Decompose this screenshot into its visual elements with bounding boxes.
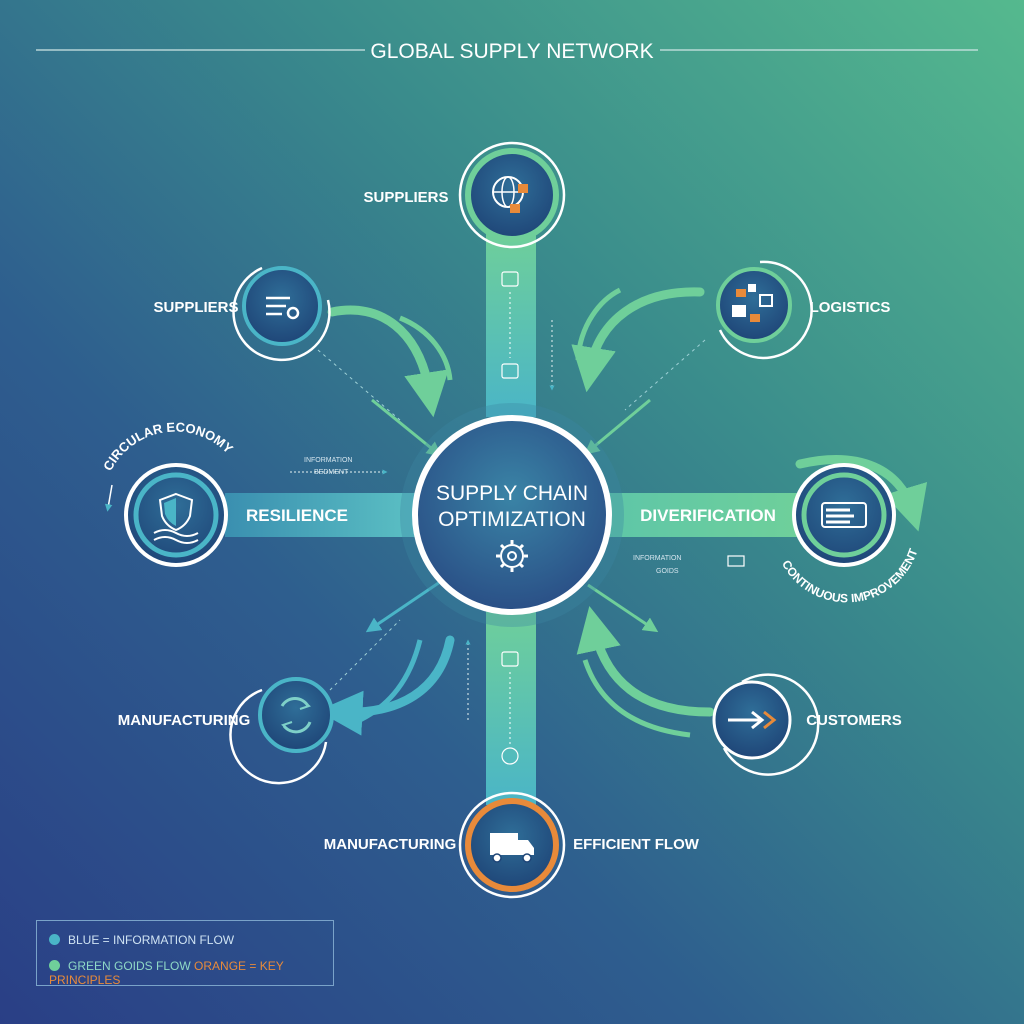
box-icon bbox=[501, 271, 519, 287]
node-inner-ring bbox=[133, 472, 219, 558]
boxes-icon bbox=[732, 284, 773, 322]
green-dot-icon bbox=[49, 960, 60, 971]
efficient-flow-label: EFFICIENT FLOW bbox=[573, 836, 700, 853]
node-arc bbox=[229, 688, 328, 785]
node-arc bbox=[718, 260, 813, 360]
goids-label: GOIDS bbox=[656, 568, 679, 575]
curved-flow-arrow bbox=[795, 455, 928, 532]
center-title-line1: SUPPLY CHAIN bbox=[436, 482, 588, 505]
globe-icon bbox=[492, 176, 528, 213]
curved-flow-arrow bbox=[571, 287, 705, 393]
node-ring bbox=[458, 791, 566, 899]
node-manufacturing-left bbox=[258, 677, 334, 753]
node-logistics bbox=[716, 267, 792, 343]
recycle-icon bbox=[280, 696, 312, 734]
node-ring bbox=[458, 141, 566, 249]
shield-icon bbox=[153, 492, 199, 544]
gear-icon bbox=[501, 747, 519, 765]
legend-row-info: BLUE = INFORMATION FLOW bbox=[49, 933, 234, 947]
legend-row-goods: GREEN GOIDS FLOW ORANGE = KEY PRINCIPLES bbox=[49, 959, 333, 987]
node-arc bbox=[722, 673, 820, 776]
node-arc bbox=[232, 266, 331, 362]
legend-blue-text: BLUE = INFORMATION FLOW bbox=[68, 933, 235, 947]
diversification-label: DIVERIFICATION bbox=[640, 506, 776, 525]
flow-arrow bbox=[587, 583, 659, 633]
node-inner-ring bbox=[801, 472, 887, 558]
box-icon bbox=[501, 363, 519, 379]
flow-arrow bbox=[584, 398, 651, 455]
curved-flow-arrow bbox=[317, 635, 455, 736]
resilience-label: RESILIENCE bbox=[246, 506, 348, 525]
diagram-title: GLOBAL SUPPLY NETWORK bbox=[370, 40, 653, 63]
curved-flow-arrow bbox=[575, 287, 622, 361]
curved-flow-arrow bbox=[399, 315, 453, 381]
image-icon bbox=[501, 651, 519, 667]
small-arrow bbox=[104, 484, 113, 512]
resilience-bar bbox=[225, 493, 420, 537]
flow-arrow bbox=[371, 398, 442, 457]
dashed-connector bbox=[329, 619, 401, 691]
center-hub bbox=[412, 415, 612, 615]
spine-bottom bbox=[486, 610, 536, 805]
customers-label: CUSTOMERS bbox=[806, 712, 902, 729]
truck-icon bbox=[727, 555, 745, 567]
curved-flow-arrow bbox=[327, 305, 449, 418]
center-title-line2: OPTIMIZATION bbox=[438, 508, 586, 531]
blue-dot-icon bbox=[49, 934, 60, 945]
suppliers-top-label: SUPPLIERS bbox=[363, 189, 448, 206]
manufacturing-left-label: MANUFACTURING bbox=[118, 712, 251, 729]
dashed-connector bbox=[317, 349, 401, 421]
gear-icon bbox=[496, 540, 528, 572]
arrow-right-icon bbox=[728, 710, 777, 730]
manufacturing-bottom-label: MANUFACTURING bbox=[324, 836, 457, 853]
flow-arrow bbox=[365, 580, 441, 633]
curved-flow-arrow bbox=[582, 659, 691, 738]
info-label-right: INFORMATION bbox=[633, 555, 681, 562]
legend-green-text: GREEN GOIDS FLOW bbox=[68, 959, 191, 973]
dashed-connector bbox=[624, 339, 706, 411]
spine-top bbox=[486, 232, 536, 417]
suppliers-left-label: SUPPLIERS bbox=[153, 299, 238, 316]
truck-icon bbox=[490, 833, 534, 863]
logistics-label: LOGISTICS bbox=[810, 299, 891, 316]
legend-orange-text: ORANGE = KEY PRINCIPLES bbox=[49, 959, 284, 987]
list-icon bbox=[266, 296, 300, 320]
info-label-left: INFORMATION bbox=[304, 457, 352, 464]
diversification-bar bbox=[604, 493, 804, 537]
curved-flow-arrow bbox=[358, 639, 423, 723]
chip-icon bbox=[821, 502, 867, 528]
legend: BLUE = INFORMATION FLOW GREEN GOIDS FLOW… bbox=[36, 920, 334, 987]
curved-flow-arrow bbox=[576, 605, 715, 717]
node-suppliers-top bbox=[465, 148, 559, 242]
